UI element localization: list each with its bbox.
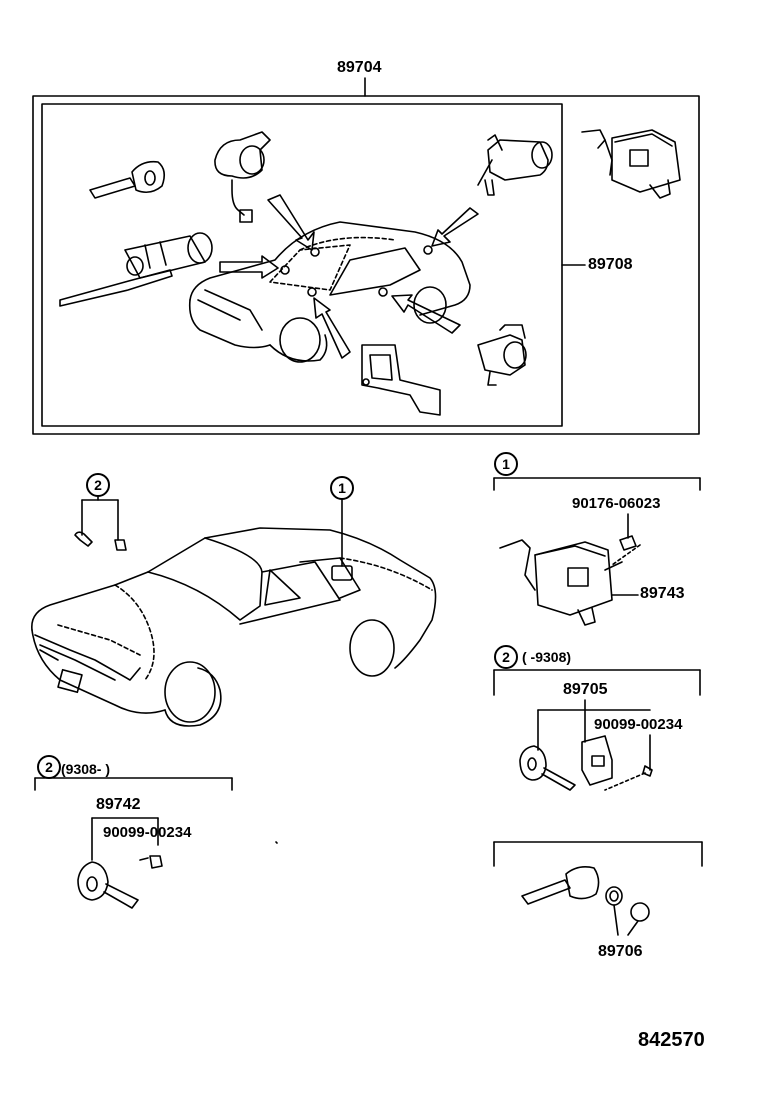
bulb-bracket [74,496,127,551]
marker-2-bulb: 2 [86,473,110,497]
part-number-key-blank: 89706 [598,943,643,960]
main-car-drawing [31,497,437,727]
door-lock-right [477,324,527,386]
part-number-transponder-late: 89742 [96,796,141,813]
ignition-cylinder [59,232,213,307]
key-blank-bracket [493,841,703,936]
part-number-computer: 89743 [640,585,685,602]
marker-1-computer-group: 1 [494,452,518,476]
date-range-late: (9308- ) [61,761,111,777]
computer-top [581,129,681,199]
part-number-top-kit: 89708 [588,256,633,273]
speck [275,841,278,844]
part-number-screw-early: 90099-00234 [594,716,683,733]
marker-1-car: 1 [330,476,354,500]
date-range-early: ( -9308) [522,649,572,665]
trunk-lock [477,134,553,196]
marker-2-late-group: 2 [37,755,61,779]
top-car-drawing [188,194,479,363]
marker-2-early-group: 2 [494,645,518,669]
part-number-top-assembly: 89704 [337,59,382,76]
part-number-computer-screw: 90176-06023 [572,495,661,512]
door-lock-with-wire [214,131,271,223]
transponder-late-bracket [34,777,233,909]
computer-group-bracket [493,477,701,626]
top-key [89,160,166,199]
door-handle [361,344,441,416]
top-assembly-frame [32,77,700,435]
part-number-transponder-early: 89705 [563,681,608,698]
illustration-number: 842570 [638,1029,705,1051]
part-number-screw-late: 90099-00234 [103,824,192,841]
transponder-early-bracket [493,669,701,791]
